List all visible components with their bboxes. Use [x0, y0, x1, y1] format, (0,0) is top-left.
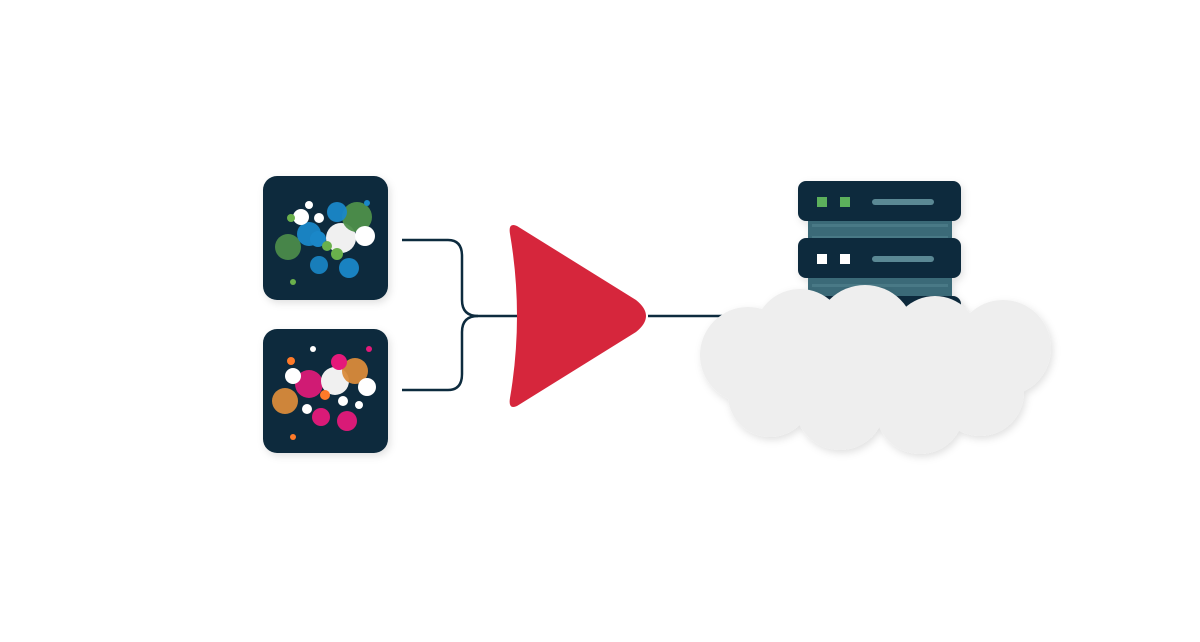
bubble	[339, 258, 359, 278]
bubble	[366, 346, 372, 352]
bubble	[338, 396, 348, 406]
bubble	[312, 408, 330, 426]
dataset-bubbles-blue-green-icon	[275, 200, 375, 285]
bubble	[290, 279, 296, 285]
bubble	[331, 248, 343, 260]
bubble	[337, 411, 357, 431]
bubble	[358, 378, 376, 396]
bubble	[275, 234, 301, 260]
bubble	[305, 201, 313, 209]
bubble	[331, 354, 347, 370]
bubble	[310, 231, 326, 247]
server-led-1a	[817, 197, 827, 207]
bubble	[272, 388, 298, 414]
bubble	[322, 241, 332, 251]
bubble	[320, 390, 330, 400]
bubble	[295, 370, 323, 398]
bubble	[326, 223, 356, 253]
dataset-bubbles-pink-orange-icon	[272, 346, 376, 440]
server-slot-2	[872, 256, 934, 262]
server-slot-1	[872, 199, 934, 205]
bubble	[342, 202, 372, 232]
server-led-2b	[840, 254, 850, 264]
funnel-icon	[509, 225, 646, 407]
bubble	[310, 256, 328, 274]
cloud-icon	[700, 285, 1051, 454]
bubble	[287, 214, 295, 222]
bubble	[355, 226, 375, 246]
connector-top	[402, 238, 520, 318]
bubble	[310, 346, 316, 352]
bubble	[302, 404, 312, 414]
bubble	[314, 213, 324, 223]
bubble	[290, 434, 296, 440]
server-led-1b	[840, 197, 850, 207]
connector-lines	[402, 238, 726, 392]
bubble	[287, 357, 295, 365]
bubble	[327, 202, 347, 222]
connector-bottom	[402, 314, 479, 392]
server-led-2a	[817, 254, 827, 264]
server-vent-stripe	[812, 236, 948, 239]
bubble	[321, 367, 349, 395]
bubble	[342, 358, 368, 384]
bubble	[355, 401, 363, 409]
server-vent-stripe	[812, 284, 948, 287]
bubble	[364, 200, 370, 206]
bubble	[285, 368, 301, 384]
bubble	[293, 209, 309, 225]
server-vent-stripe	[812, 224, 948, 227]
